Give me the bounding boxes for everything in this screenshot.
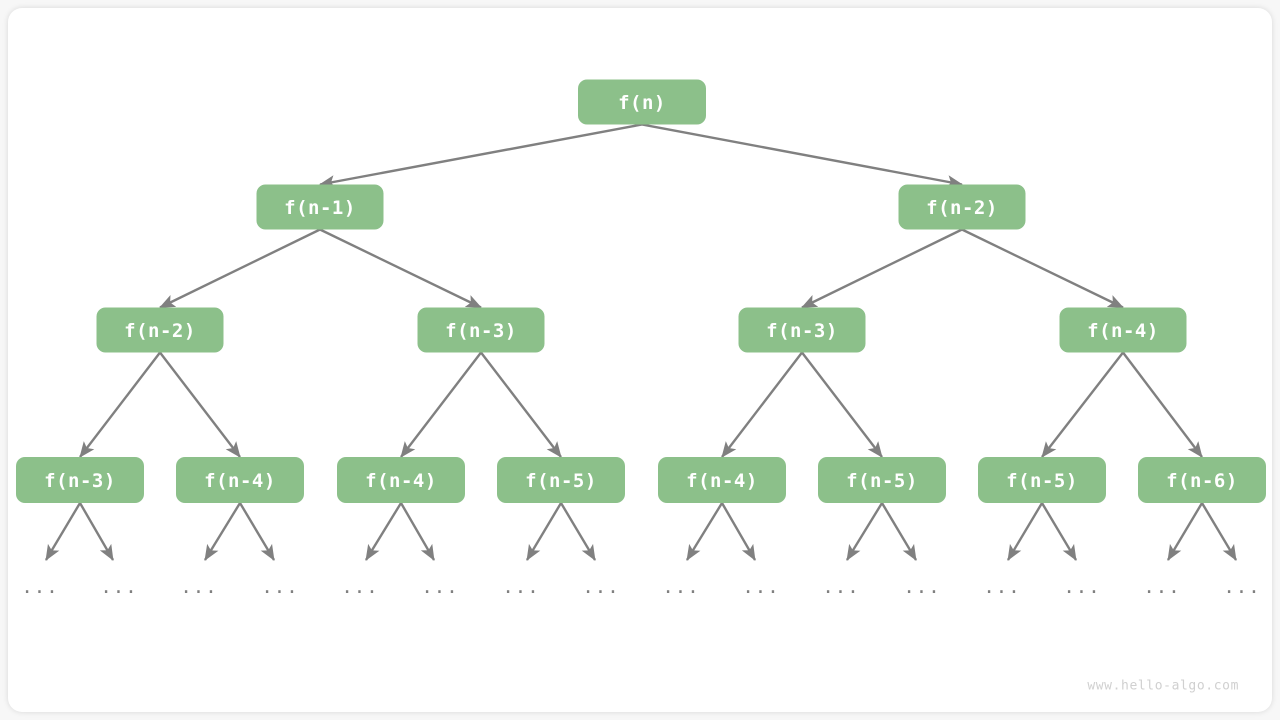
tree-node-box	[658, 457, 786, 503]
leaf-stub-edge	[399, 502, 436, 561]
tree-node-box	[1059, 307, 1187, 353]
tree-node-box	[417, 307, 545, 353]
tree-node-label: f(n-4)	[204, 470, 276, 492]
leaf-stub-edge	[1200, 502, 1238, 561]
tree-edge	[480, 351, 562, 458]
tree-node[interactable]: f(n-3)	[417, 307, 545, 353]
ellipsis-marker: ...	[180, 576, 217, 598]
leaf-stub-edge	[44, 502, 82, 561]
tree-node[interactable]: f(n-4)	[176, 457, 304, 503]
tree-edge	[79, 351, 161, 458]
ellipsis-marker: ...	[100, 576, 137, 598]
leaf-stub-edge	[559, 502, 597, 561]
ellipsis-marker: ...	[421, 576, 458, 598]
ellipsis-marker: ...	[1223, 576, 1260, 598]
leaf-stub-layer	[44, 502, 1238, 561]
leaf-stub-edge	[685, 502, 724, 561]
ellipsis-marker: ...	[502, 576, 539, 598]
tree-node[interactable]: f(n-4)	[337, 457, 465, 503]
tree-node-box	[497, 457, 625, 503]
leaf-stub-edge	[364, 502, 403, 561]
leaf-stub-edge	[78, 502, 115, 561]
tree-node-label: f(n-3)	[44, 470, 116, 492]
edge-layer	[79, 123, 1203, 458]
tree-node-box	[898, 184, 1026, 230]
tree-edge	[1122, 351, 1203, 458]
tree-node-label: f(n-5)	[525, 470, 597, 492]
leaf-stub-edge	[845, 502, 884, 561]
tree-edge	[400, 351, 482, 458]
tree-node-label: f(n-4)	[365, 470, 437, 492]
tree-node-label: f(n-5)	[1006, 470, 1078, 492]
tree-node[interactable]: f(n-2)	[898, 184, 1026, 230]
ellipsis-marker: ...	[742, 576, 779, 598]
tree-node-label: f(n-4)	[1087, 320, 1159, 342]
tree-node[interactable]: f(n-6)	[1138, 457, 1266, 503]
watermark: www.hello-algo.com	[1087, 679, 1239, 694]
tree-node-label: f(n-1)	[284, 197, 356, 219]
ellipsis-marker: ...	[1063, 576, 1100, 598]
ellipsis-marker: ...	[582, 576, 619, 598]
ellipsis-marker: ...	[341, 576, 378, 598]
tree-node-box	[818, 457, 946, 503]
ellipsis-marker: ...	[983, 576, 1020, 598]
tree-node-box	[337, 457, 465, 503]
leaf-stub-edge	[720, 502, 757, 561]
ellipsis-marker: ...	[1143, 576, 1180, 598]
tree-node[interactable]: f(n-1)	[256, 184, 384, 230]
tree-node[interactable]: f(n-3)	[738, 307, 866, 353]
node-layer: f(n) f(n-1) f(n-2) f(n-2) f(n-3) f(n-3) f(n-4)…	[16, 79, 1266, 503]
tree-node-label: f(n-3)	[445, 320, 517, 342]
ellipsis-layer: ........................................…	[21, 576, 1260, 598]
leaf-stub-edge	[525, 502, 563, 561]
tree-edge	[319, 228, 482, 309]
tree-node-label: f(n-2)	[124, 320, 196, 342]
leaf-stub-edge	[1040, 502, 1078, 561]
tree-node-box	[578, 79, 706, 125]
tree-node[interactable]: f(n-4)	[658, 457, 786, 503]
tree-node-label: f(n-5)	[846, 470, 918, 492]
tree-node-box	[1138, 457, 1266, 503]
tree-node-box	[738, 307, 866, 353]
tree-node[interactable]: f(n-3)	[16, 457, 144, 503]
tree-node-box	[256, 184, 384, 230]
tree-node[interactable]: f(n)	[578, 79, 706, 125]
leaf-stub-edge	[1006, 502, 1044, 561]
leaf-stub-edge	[1166, 502, 1204, 561]
tree-node-label: f(n-6)	[1166, 470, 1238, 492]
tree-node-label: f(n-2)	[926, 197, 998, 219]
tree-edge	[801, 351, 883, 458]
tree-node[interactable]: f(n-4)	[1059, 307, 1187, 353]
tree-edge	[159, 351, 241, 458]
ellipsis-marker: ...	[21, 576, 58, 598]
tree-node-label: f(n)	[618, 92, 666, 114]
ellipsis-marker: ...	[662, 576, 699, 598]
tree-edge	[641, 123, 963, 189]
ellipsis-marker: ...	[822, 576, 859, 598]
tree-node-box	[16, 457, 144, 503]
tree-edge	[159, 228, 321, 309]
tree-node-box	[176, 457, 304, 503]
tree-node[interactable]: f(n-5)	[818, 457, 946, 503]
tree-node-box	[978, 457, 1106, 503]
ellipsis-marker: ...	[261, 576, 298, 598]
leaf-stub-edge	[238, 502, 276, 561]
leaf-stub-edge	[880, 502, 918, 561]
tree-node[interactable]: f(n-5)	[497, 457, 625, 503]
tree-edge	[721, 351, 803, 458]
tree-node[interactable]: f(n-5)	[978, 457, 1106, 503]
tree-node-label: f(n-3)	[766, 320, 838, 342]
tree-edge	[961, 228, 1124, 309]
tree-edge	[801, 228, 963, 309]
tree-node-box	[96, 307, 224, 353]
tree-node-label: f(n-4)	[686, 470, 758, 492]
tree-edge	[319, 123, 643, 189]
tree-node[interactable]: f(n-2)	[96, 307, 224, 353]
leaf-stub-edge	[203, 502, 242, 561]
ellipsis-marker: ...	[903, 576, 940, 598]
tree-edge	[1041, 351, 1124, 458]
